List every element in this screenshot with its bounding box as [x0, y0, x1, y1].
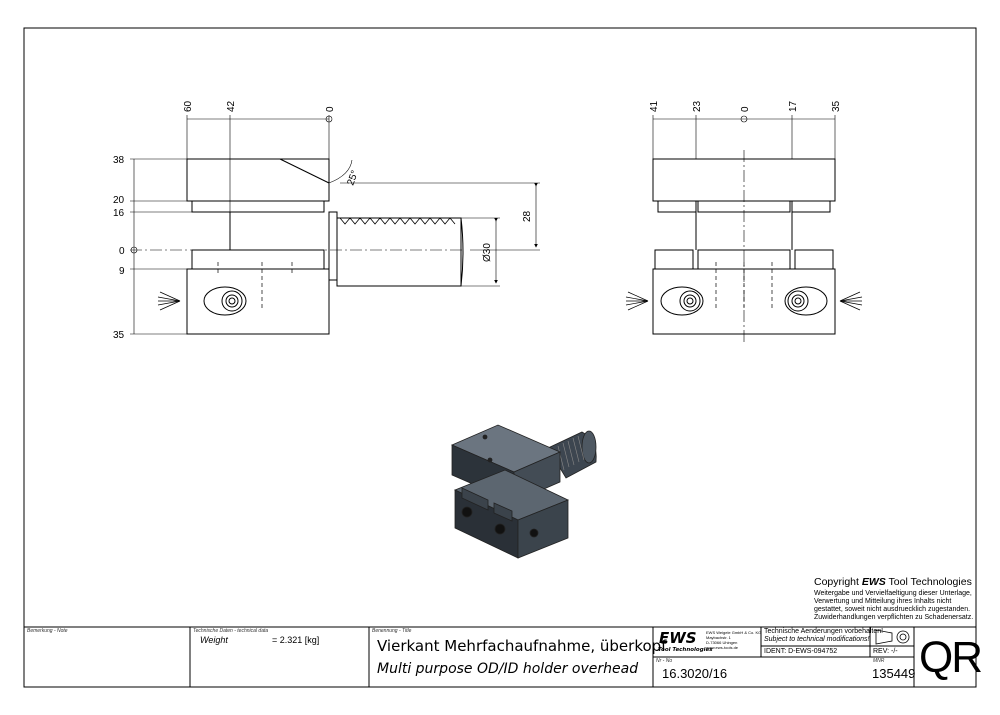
side-dim-23: 23 [692, 100, 703, 112]
copyright-prefix: Copyright [814, 576, 859, 588]
tech-change-de: Technische Aenderungen vorbehalten! [764, 628, 884, 635]
ident-number: IDENT: D-EWS-094752 [764, 648, 838, 655]
mnr-label: MNR [873, 658, 885, 664]
dim-9: 9 [119, 266, 125, 277]
revision: REV: -/- [873, 648, 898, 655]
side-dim-35: 35 [831, 100, 842, 112]
title-block-grid [24, 626, 976, 687]
copyright-line-3: gestattet, soweit nicht ausdruecklich zu… [814, 606, 971, 613]
dim-angle-25: 25° [345, 169, 361, 187]
dim-0-left: 0 [119, 246, 125, 257]
front-view-dimension-labels: 60 42 0 38 20 16 0 9 35 25° 28 Ø30 [113, 100, 533, 341]
side-view [625, 150, 863, 345]
side-view-dimensions [652, 115, 836, 159]
copyright-line-4: Zuwiderhandlungen verpflichten zu Schade… [814, 614, 974, 621]
company-line-2: Maybachstr. 1 [706, 635, 731, 640]
side-dim-17: 17 [788, 100, 799, 112]
title-english: Multi purpose OD/ID holder overhead [377, 661, 639, 677]
weight-value: = 2.321 [kg] [272, 635, 320, 645]
copyright-line-2: Verwertung und Mitteilung ihres Inhalts … [814, 598, 952, 605]
drawing-number: 16.3020/16 [662, 666, 728, 681]
techdata-label: Technische Daten - technical data [193, 628, 269, 634]
mnr-number: 135449 [872, 666, 916, 681]
dim-dia-30: Ø30 [482, 243, 493, 262]
side-dim-0: 0 [740, 106, 751, 112]
copyright-line-1: Weitergabe und Vervielfaeltigung dieser … [814, 590, 972, 597]
tech-change-en: Subject to technical modifications! [764, 636, 870, 643]
svg-text:EWS: EWS [659, 629, 697, 647]
dim-28: 28 [522, 210, 533, 222]
front-view-dimensions [130, 115, 540, 335]
ews-logo: EWS Tool Technologies [657, 629, 713, 653]
company-line-1: EWS Weigele GmbH & Co. KG [706, 630, 762, 635]
copyright-suffix: Tool Technologies [888, 576, 972, 588]
dim-38: 38 [113, 155, 125, 166]
title-label: Benennung - Title [372, 628, 412, 634]
nr-label: Nr - No [656, 658, 673, 664]
dim-60: 60 [183, 100, 194, 112]
side-dim-41: 41 [649, 100, 660, 112]
copyright-heading: Copyright EWS Tool Technologies [814, 576, 972, 588]
front-view [130, 158, 465, 335]
side-view-dimension-labels: 41 23 0 17 35 [649, 100, 842, 112]
isometric-view [450, 424, 597, 559]
dim-0-top: 0 [325, 106, 336, 112]
remark-label: Bemerkung - Note [27, 628, 68, 634]
company-line-3: D-73066 Uhingen [706, 640, 738, 645]
copyright-brand: EWS [861, 576, 886, 588]
dim-35: 35 [113, 330, 125, 341]
company-line-4: www.ews-tools.de [706, 645, 739, 650]
projection-symbol [875, 629, 910, 645]
dim-42: 42 [226, 100, 237, 112]
dim-20: 20 [113, 195, 125, 206]
title-german: Vierkant Mehrfachaufnahme, überkopf [377, 637, 667, 655]
qr-mark: QR [919, 633, 983, 682]
svg-text:Tool Technologies: Tool Technologies [658, 647, 713, 653]
weight-label: Weight [200, 635, 228, 645]
dim-16: 16 [113, 208, 125, 219]
drawing-frame [23, 27, 977, 688]
